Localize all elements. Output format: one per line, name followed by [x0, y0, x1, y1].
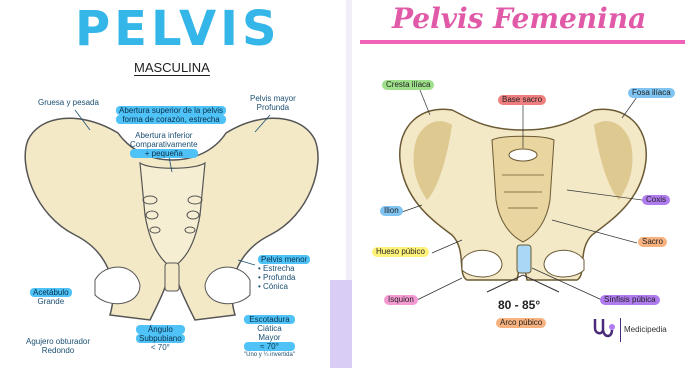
label-escotadura: Escotadura Ciática Mayor ≈ 70° "Uno y ¼ …	[244, 315, 295, 360]
tag-fosa-iliaca: Fosa ilíaca	[628, 88, 675, 98]
abertura-inf-line3: + pequeña	[130, 149, 198, 158]
acetabulo-line1: Acetábulo	[30, 288, 72, 297]
tag-base-sacro: Base sacro	[498, 95, 546, 105]
male-pelvis-panel: PELVIS MASCULINA Gruesa y pesada Abertur…	[0, 0, 346, 368]
label-gruesa: Gruesa y pesada	[38, 98, 99, 107]
pelvis-mayor-line2: Profunda	[250, 103, 296, 112]
angulo-line1: Ángulo	[136, 325, 185, 334]
tag-sacro: Sacro	[638, 237, 667, 247]
label-acetabulo: Acetábulo Grande	[30, 288, 72, 306]
escotadura-line4: ≈ 70°	[244, 342, 295, 351]
escotadura-line1: Escotadura	[244, 315, 295, 324]
pelvis-mayor-line1: Pelvis mayor	[250, 94, 296, 103]
left-subtitle: MASCULINA	[134, 60, 210, 76]
label-pelvis-menor: Pelvis menor • Estrecha • Profunda • Cón…	[258, 255, 310, 291]
label-abertura-inferior: Abertura inferior Comparativamente + peq…	[130, 131, 198, 158]
abertura-sup-line1: Abertura superior de la pelvis	[116, 106, 226, 115]
tag-arco-pubico: Arco púbico	[496, 318, 546, 328]
angulo-line2: Subpubiano	[136, 334, 185, 343]
abertura-inf-line2: Comparativamente	[130, 140, 198, 149]
tag-sinfisis-pubica: Sínfisis púbica	[600, 295, 660, 305]
female-pelvis-panel: Pelvis Femenina Cresta ilíaca Base sacro…	[352, 0, 691, 368]
female-pelvis-illustration	[352, 0, 691, 368]
escotadura-line2: Ciática	[244, 324, 295, 333]
pubic-arch-angle: 80 - 85°	[498, 298, 540, 312]
tag-coxis: Coxis	[642, 195, 670, 205]
pelvis-menor-conica: • Cónica	[258, 282, 310, 291]
abertura-sup-line2: forma de corazón, estrecha	[116, 115, 226, 124]
label-agujero-obturador: Agujero obturador Redondo	[26, 337, 90, 355]
pelvis-menor-heading: Pelvis menor	[258, 255, 310, 264]
tag-ilion: Ilion	[380, 206, 403, 216]
agujero-line1: Agujero obturador	[26, 337, 90, 346]
pelvis-menor-estrecha: • Estrecha	[258, 264, 310, 273]
escotadura-line5: "Uno y ¼ invertida"	[244, 351, 295, 360]
label-angulo-subpubiano: Ángulo Subpubiano < 70°	[136, 325, 185, 352]
brand-divider	[620, 318, 621, 342]
abertura-inf-line1: Abertura inferior	[130, 131, 198, 140]
tag-cresta-iliaca: Cresta ilíaca	[382, 80, 434, 90]
tag-isquion: Isquion	[384, 295, 418, 305]
acetabulo-line2: Grande	[30, 297, 72, 306]
escotadura-line3: Mayor	[244, 333, 295, 342]
pelvis-menor-profunda: • Profunda	[258, 273, 310, 282]
stethoscope-logo-icon	[590, 316, 618, 344]
label-abertura-superior: Abertura superior de la pelvis forma de …	[116, 106, 226, 124]
left-title: PELVIS	[75, 2, 281, 56]
agujero-line2: Redondo	[26, 346, 90, 355]
tag-hueso-pubico: Hueso púbico	[372, 247, 429, 257]
angulo-line3: < 70°	[136, 343, 185, 352]
label-pelvis-mayor: Pelvis mayor Profunda	[250, 94, 296, 112]
brand-name: Medicipedia	[624, 325, 667, 334]
